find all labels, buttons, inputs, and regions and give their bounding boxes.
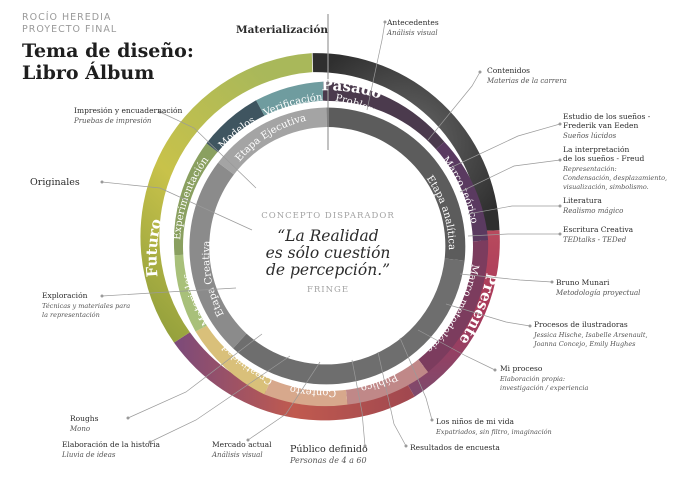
annotation-exploracion-title: Exploración [42,291,88,300]
annotation-contenidos-sub: Materias de la carrera [486,77,567,85]
futuro-segment [140,53,313,343]
annotation-ilustradoras-sub: Jessica Hische, Isabelle Arsenault, [532,331,648,339]
center-disc [215,133,441,359]
leader-lines [101,21,561,447]
etapa-ejecutiva-segment [218,107,327,175]
creatividad-segment [195,322,273,395]
annotation-antecedentes-sub: Análisis visual [386,29,438,37]
annotation-exploracion-sub: Técnicas y materiales para [42,302,130,310]
annotation-encuesta-title: Resultados de encuesta [410,443,500,452]
annotation-freud-sub3: visualización, simbolismo. [563,183,649,191]
modelos-segment [206,100,266,156]
annotation-impresion-sub: Pruebas de impresión [73,117,152,125]
annotation-roughs-title: Roughs [70,414,99,423]
publico-segment [345,357,429,405]
page-title: Tema de diseño: Libro Álbum [22,40,194,84]
annotation-roughs-sub: Mono [69,425,90,433]
annotation-munari-sub: Metodología proyectual [555,289,640,297]
concepto-label: CONCEPTO DISPARADOR [261,211,394,221]
quote-line-2: es sólo cuestión [266,244,391,262]
annotation-freud-title: La interpretación [563,145,630,154]
leader-dots [100,20,562,448]
title-line-1: Tema de diseño: [22,40,194,62]
annotation-vaneeden-title: Estudio de los sueños - [563,112,651,121]
phase-label-futuro: Futuro [143,217,166,278]
annotation-contenidos-title: Contenidos [487,66,530,75]
annotation-freud-sub2: Condensación, desplazamiento, [563,174,667,182]
annotation-historia-title: Elaboración de la historia [62,440,161,449]
etapa-creativa-segment [189,162,247,349]
annotation-historia-sub: Lluvia de ideas [61,451,116,459]
annotation-antecedentes-title: Antecedentes [386,18,439,27]
project-label: PROYECTO FINAL [22,24,118,35]
annotation-miproceso-sub2: investigación / experiencia [500,384,588,392]
annotation-miproceso-title: Mi proceso [500,364,543,373]
annotation-freud-sub: Representación: [562,165,617,173]
quote-line-3: de percepción.” [266,261,390,279]
annotation-exploracion-sub2: la representación [42,311,100,319]
annotation-ninos-title: Los niños de mi vida [436,417,514,426]
annotation-vaneeden-sub: Sueños lúcidos [563,132,617,140]
annotations: Materialización Antecedentes Análisis vi… [30,18,667,465]
annotation-literatura-title: Literatura [563,196,602,205]
annotation-mercado-sub: Análisis visual [211,451,263,459]
annotation-ninos-sub: Expatriados, sin filtro, imaginación [435,428,552,436]
annotation-freud-title2: de los sueños - Freud [563,154,644,163]
author-name: ROCÍO HEREDIA [22,12,112,23]
annotation-escritura-title: Escritura Creativa [563,225,634,234]
annotation-munari-title: Bruno Munari [556,278,610,287]
annotation-escritura-sub: TEDtalks - TEDed [563,236,627,244]
etapa-analitica-segment [326,107,466,261]
annotation-originales-title: Originales [30,177,80,188]
annotation-mercado-title: Mercado actual [212,440,272,449]
title-line-2: Libro Álbum [22,62,155,84]
annotation-ilustradoras-sub2: Joanna Concejo, Emily Hughes [532,340,636,348]
annotation-impresion-title: Impresión y encuadernación [74,106,183,115]
annotation-literatura-sub: Realismo mágico [562,207,623,215]
fringe-label: FRINGE [307,285,349,295]
annotation-miproceso-sub: Elaboración propia: [499,375,565,383]
quote-line-1: “La Realidad [277,227,379,245]
annotation-materializacion: Materialización [236,24,328,36]
annotation-vaneeden-title2: Frederik van Eeden [563,121,638,130]
center-concept: CONCEPTO DISPARADOR “La Realidad es sólo… [261,211,394,295]
annotation-ilustradoras-title: Procesos de ilustradoras [534,320,628,329]
annotation-publico-definido-title: Público definido [290,444,368,455]
verificacion-segment [256,81,324,118]
annotation-publico-definido-sub: Personas de 4 a 60 [289,456,367,465]
